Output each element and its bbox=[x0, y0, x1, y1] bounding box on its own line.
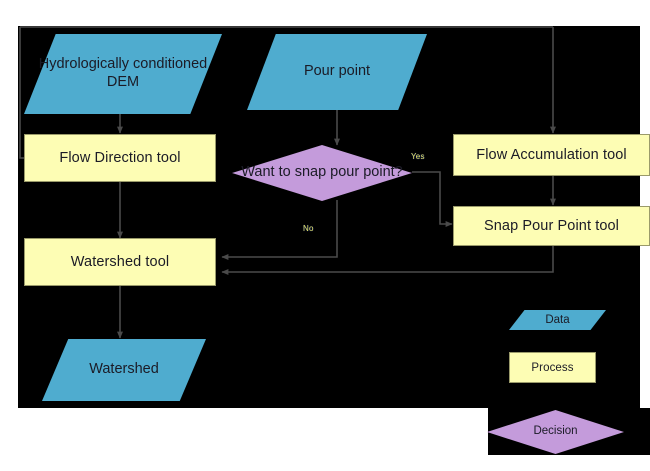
node-label: Watershed bbox=[89, 361, 159, 378]
node-snap-pour-point-tool[interactable]: Snap Pour Point tool bbox=[453, 206, 650, 246]
node-flow-accumulation-tool[interactable]: Flow Accumulation tool bbox=[453, 134, 650, 176]
node-watershed-tool[interactable]: Watershed tool bbox=[24, 238, 216, 286]
data-shape bbox=[24, 34, 222, 114]
edge-snap-tool-to-watershed-tool bbox=[221, 245, 554, 275]
node-label: Want to snap pour point? bbox=[241, 164, 403, 181]
edge-label-no: No bbox=[303, 224, 314, 233]
legend-label: Process bbox=[531, 361, 574, 374]
data-shape bbox=[247, 34, 427, 110]
node-flow-direction-tool[interactable]: Flow Direction tool bbox=[24, 134, 216, 182]
legend-label: Data bbox=[545, 313, 570, 326]
node-watershed[interactable]: Watershed bbox=[42, 339, 206, 401]
legend-item-process: Process bbox=[509, 352, 596, 383]
node-hydrologically-conditioned-dem[interactable]: Hydrologically conditioned DEM bbox=[24, 34, 222, 114]
node-label: Hydrologically conditioned DEM bbox=[38, 56, 208, 90]
edge-label-yes: Yes bbox=[411, 152, 425, 161]
edge-decision-yes-to-snap-tool bbox=[412, 171, 453, 227]
node-label: Flow Accumulation tool bbox=[476, 147, 627, 163]
data-shape bbox=[42, 339, 206, 401]
edge-dem-to-flow-direction-left bbox=[19, 27, 24, 159]
legend-item-decision: Decision bbox=[487, 410, 624, 454]
edge-decision-no-to-watershed-tool bbox=[221, 200, 338, 260]
legend-item-data: Data bbox=[509, 310, 606, 330]
node-pour-point[interactable]: Pour point bbox=[247, 34, 427, 110]
legend-label: Decision bbox=[533, 425, 578, 438]
node-label: Watershed tool bbox=[70, 254, 170, 270]
node-label: Pour point bbox=[303, 63, 371, 80]
node-label: Flow Direction tool bbox=[59, 150, 181, 166]
data-shape bbox=[509, 310, 606, 330]
node-snap-decision[interactable]: Want to snap pour point? bbox=[232, 145, 412, 201]
node-label: Snap Pour Point tool bbox=[483, 218, 619, 234]
